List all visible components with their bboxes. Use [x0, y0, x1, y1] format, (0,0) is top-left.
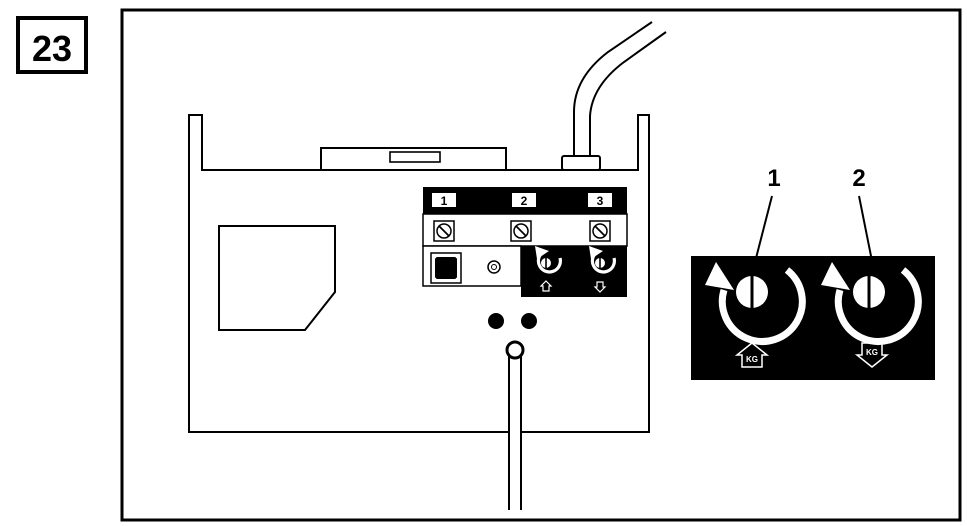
hole-right — [521, 313, 537, 329]
leader-line-2 — [858, 195, 874, 267]
figure-number: 23 — [32, 28, 72, 69]
led-icon — [487, 260, 501, 274]
svg-text:2: 2 — [521, 194, 528, 208]
weight-up-arrow-icon: KG — [734, 342, 770, 368]
figure-number-badge: 23 — [16, 16, 88, 74]
screw-icon — [433, 220, 455, 242]
rotate-clockwise-icon[interactable] — [821, 262, 922, 345]
button-icon[interactable] — [430, 252, 462, 284]
callout-label-1: 1 — [767, 165, 780, 192]
device-housing — [188, 114, 650, 510]
svg-text:1: 1 — [441, 194, 448, 208]
svg-text:3: 3 — [597, 194, 604, 208]
callout-panel: 1 2 KG KG — [691, 165, 935, 380]
screw-icon — [589, 220, 611, 242]
screw-icon — [510, 220, 532, 242]
weight-down-arrow-icon: KG — [854, 342, 890, 368]
cable — [573, 21, 667, 156]
outer-frame — [120, 8, 962, 522]
slot-label-3: 3 — [588, 193, 612, 208]
adjust-down-knob[interactable] — [589, 246, 616, 293]
weight-down-arrow-icon — [593, 281, 607, 293]
control-panel: 1 2 3 — [422, 187, 628, 297]
slot-label-2: 2 — [512, 193, 536, 208]
rotate-clockwise-icon[interactable] — [705, 262, 806, 345]
weight-up-arrow-icon — [539, 280, 553, 292]
svg-text:KG: KG — [746, 355, 758, 364]
slot-label-1: 1 — [432, 193, 456, 208]
adjust-up-knob[interactable] — [535, 246, 562, 292]
callout-label-2: 2 — [852, 165, 865, 192]
leader-line-1 — [753, 195, 773, 267]
svg-text:KG: KG — [866, 348, 878, 357]
hole-left — [488, 313, 504, 329]
